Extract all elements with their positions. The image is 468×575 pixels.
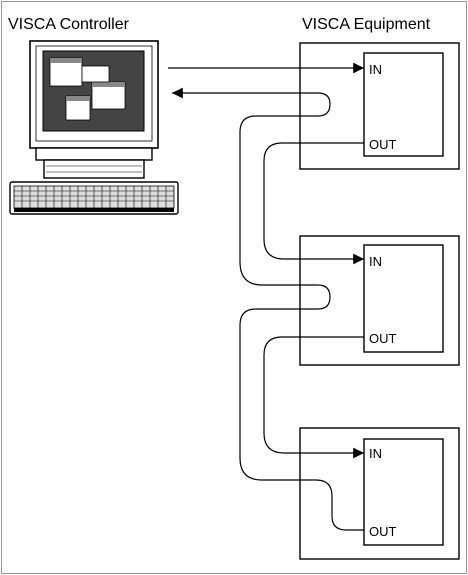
cable-device-2-to-device-3 [263,336,364,459]
device-3-out-label: OUT [369,524,397,539]
device-2-in-label: IN [369,254,382,269]
visca-device-2: IN OUT [299,235,460,366]
device-3-inner-box [363,438,444,546]
device-1-out-label: OUT [369,137,397,152]
cable-return-to-controller [172,87,331,481]
controller-title: VISCA Controller [8,16,130,33]
device-1-inner-box [363,52,444,157]
equipment-title: VISCA Equipment [302,16,431,33]
cable-device-1-to-device-2 [263,142,364,265]
device-1-in-label: IN [369,62,382,77]
device-2-inner-box [363,244,444,353]
visca-device-3: IN OUT [299,427,460,560]
device-2-out-label: OUT [369,331,397,346]
visca-device-1: IN OUT [299,42,460,170]
device-3-in-label: IN [369,446,382,461]
cable-device-3-out-loop [270,479,364,531]
computer-icon [9,40,179,215]
